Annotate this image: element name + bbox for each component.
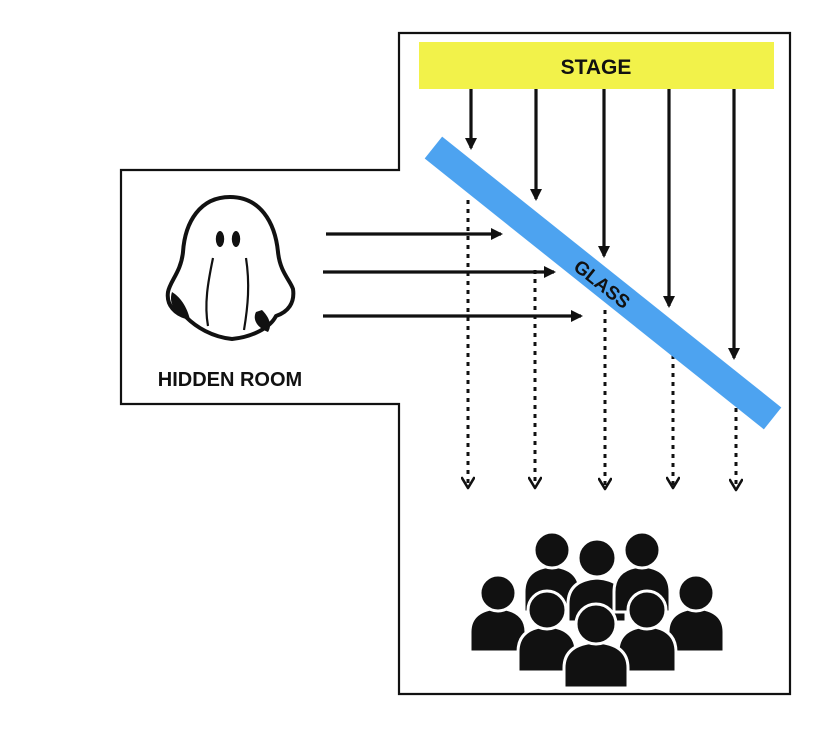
reflection-arrows xyxy=(468,200,736,490)
stage-label: STAGE xyxy=(561,56,632,79)
person-head xyxy=(676,573,716,613)
ghost-icon xyxy=(165,195,296,341)
person-head xyxy=(574,602,618,646)
hidden-room-arrows xyxy=(323,228,583,322)
person-head xyxy=(526,589,568,631)
stage-bar xyxy=(419,42,774,89)
hidden-room-label: HIDDEN ROOM xyxy=(158,369,302,391)
person-body xyxy=(562,640,630,690)
person-head xyxy=(576,537,618,579)
ghost-eye-left xyxy=(215,231,225,247)
person-head xyxy=(532,530,572,570)
glass-pane xyxy=(424,136,782,430)
stage-arrows xyxy=(465,89,740,360)
ghost-fold xyxy=(205,257,215,327)
ghost-fold xyxy=(242,257,250,331)
ghost-foot-right xyxy=(254,310,270,332)
ghost-body xyxy=(165,195,296,341)
ghost-foot-left xyxy=(170,292,190,320)
person-head xyxy=(622,530,662,570)
audience-icon xyxy=(468,530,726,690)
stage: STAGE xyxy=(419,42,774,89)
person-head xyxy=(626,589,668,631)
ghost-eye-right xyxy=(231,231,241,247)
person-head xyxy=(478,573,518,613)
room-outline xyxy=(119,31,792,696)
